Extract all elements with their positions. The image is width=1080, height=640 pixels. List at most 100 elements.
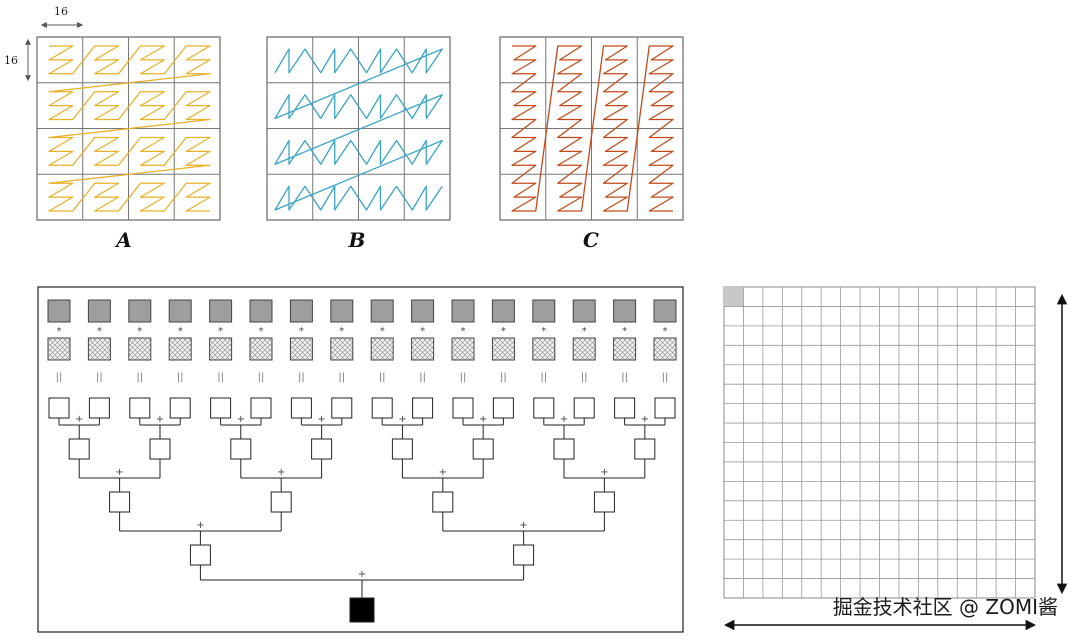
product-box: [88, 397, 110, 419]
add-symbol: +: [237, 414, 245, 425]
equals-symbol: ||: [258, 372, 265, 383]
product-box: [654, 397, 676, 419]
weight-value-square: [370, 337, 394, 361]
output-grid: [723, 286, 1036, 599]
multiply-symbol: *: [178, 326, 183, 337]
product-box: [290, 397, 312, 419]
add-symbol: +: [75, 414, 83, 425]
multiply-symbol: *: [137, 326, 142, 337]
input-value-square: [411, 299, 435, 323]
multiply-symbol: *: [339, 326, 344, 337]
product-box: [169, 397, 191, 419]
product-box: [331, 397, 353, 419]
weight-value-square: [613, 337, 637, 361]
weight-value-square: [87, 337, 111, 361]
partial-sum-box: [553, 438, 575, 460]
traversal-panel-a: A: [36, 36, 221, 252]
input-value-square: [209, 299, 233, 323]
multiply-symbol: *: [218, 326, 223, 337]
weight-value-square: [289, 337, 313, 361]
add-symbol: +: [398, 414, 406, 425]
product-box: [129, 397, 151, 419]
weight-value-square: [249, 337, 273, 361]
input-value-square: [168, 299, 192, 323]
equals-symbol: ||: [338, 372, 345, 383]
add-symbol: +: [439, 467, 447, 478]
equals-symbol: ||: [621, 372, 628, 383]
tile-height-annotation: 16: [4, 38, 31, 82]
weight-value-square: [491, 337, 515, 361]
add-symbol: +: [479, 414, 487, 425]
add-symbol: +: [156, 414, 164, 425]
grid-arrows: [723, 293, 1068, 631]
weight-value-square: [168, 337, 192, 361]
output-sum-box: [349, 597, 375, 623]
panel-a-label: A: [114, 228, 132, 252]
input-value-square: [87, 299, 111, 323]
weight-value-square: [47, 337, 71, 361]
partial-sum-box: [68, 438, 90, 460]
traversal-polyline: [274, 48, 443, 211]
partial-sum-box: [472, 438, 494, 460]
multiply-symbol: *: [299, 326, 304, 337]
product-box: [573, 397, 595, 419]
product-box: [412, 397, 434, 419]
equals-symbol: ||: [177, 372, 184, 383]
panel-c-grid: [499, 36, 684, 221]
add-symbol: +: [358, 569, 366, 580]
equals-symbol: ||: [136, 372, 143, 383]
input-value-square: [572, 299, 596, 323]
partial-sum-box: [230, 438, 252, 460]
multiply-symbol: *: [663, 326, 668, 337]
partial-sum-box: [270, 491, 292, 513]
product-box: [614, 397, 636, 419]
traversal-panel-b: B: [266, 36, 451, 252]
traversal-polyline: [48, 45, 211, 212]
input-value-square: [289, 299, 313, 323]
product-box: [48, 397, 70, 419]
partial-sum-box: [432, 491, 454, 513]
add-symbol: +: [196, 520, 204, 531]
multiply-symbol: *: [582, 326, 587, 337]
multiply-symbol: *: [259, 326, 264, 337]
equals-symbol: ||: [217, 372, 224, 383]
product-box: [210, 397, 232, 419]
equals-symbol: ||: [460, 372, 467, 383]
multiply-symbol: *: [57, 326, 62, 337]
equals-symbol: ||: [419, 372, 426, 383]
input-value-square: [491, 299, 515, 323]
input-value-square: [330, 299, 354, 323]
weight-value-square: [330, 337, 354, 361]
partial-sum-box: [634, 438, 656, 460]
tile-height-label: 16: [4, 54, 18, 67]
add-symbol: +: [277, 467, 285, 478]
weight-value-square: [128, 337, 152, 361]
tile-width-label: 16: [54, 5, 68, 18]
multiply-symbol: *: [622, 326, 627, 337]
multiply-symbol: *: [420, 326, 425, 337]
input-value-square: [653, 299, 677, 323]
product-box: [250, 397, 272, 419]
add-symbol: +: [600, 467, 608, 478]
weight-value-square: [451, 337, 475, 361]
traversal-polyline: [511, 45, 674, 212]
panel-c-traversal-path: [511, 45, 674, 212]
weight-value-square: [532, 337, 556, 361]
equals-symbol: ||: [379, 372, 386, 383]
add-symbol: +: [560, 414, 568, 425]
input-value-square: [613, 299, 637, 323]
panel-a-traversal-path: [48, 45, 211, 212]
add-symbol: +: [115, 467, 123, 478]
multiply-symbol: *: [461, 326, 466, 337]
partial-sum-box: [189, 544, 211, 566]
input-value-square: [249, 299, 273, 323]
traversal-panel-c: C: [499, 36, 684, 252]
partial-sum-box: [109, 491, 131, 513]
highlighted-cell: [724, 287, 744, 307]
equals-symbol: ||: [96, 372, 103, 383]
input-value-square: [128, 299, 152, 323]
partial-sum-box: [593, 491, 615, 513]
multiply-symbol: *: [501, 326, 506, 337]
partial-sum-box: [149, 438, 171, 460]
